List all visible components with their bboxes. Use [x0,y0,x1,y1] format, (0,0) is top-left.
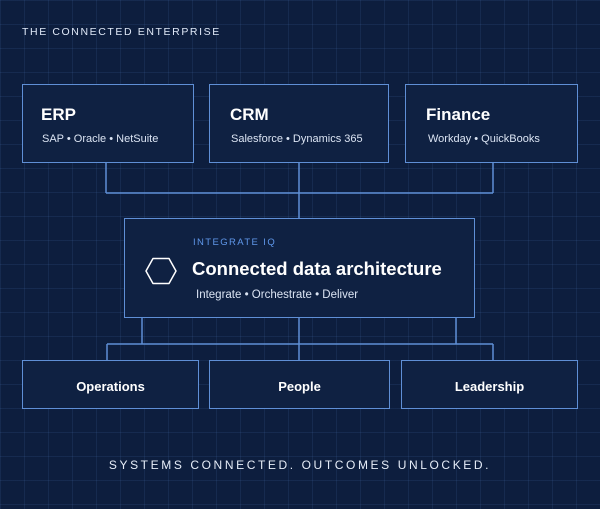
hub-title: Connected data architecture [192,258,442,279]
source-crm-title: CRM [230,105,269,124]
hexagon-icon [145,257,177,285]
hub-capabilities: Integrate • Orchestrate • Deliver [196,289,359,301]
hub-box [124,218,475,318]
source-finance: Finance Workday • QuickBooks [405,84,578,163]
source-erp-systems: SAP • Oracle • NetSuite [42,133,159,145]
source-finance-title: Finance [426,105,491,124]
outcome-people-label: People [278,379,321,394]
outcome-people: People [209,360,390,409]
source-crm-systems: Salesforce • Dynamics 365 [231,133,363,145]
outcome-leadership: Leadership [401,360,578,409]
outcome-operations-label: Operations [76,379,145,394]
outcome-leadership-label: Leadership [454,379,525,394]
hub-kicker: INTEGRATE IQ [193,237,277,248]
footer-tagline: SYSTEMS CONNECTED. OUTCOMES UNLOCKED. [108,458,492,472]
source-erp-title: ERP [41,105,76,124]
source-erp: ERP SAP • Oracle • NetSuite [22,84,194,163]
source-finance-systems: Workday • QuickBooks [428,133,540,145]
outcome-operations: Operations [22,360,199,409]
eyebrow-title: THE CONNECTED ENTERPRISE [22,26,221,38]
source-crm: CRM Salesforce • Dynamics 365 [209,84,389,163]
